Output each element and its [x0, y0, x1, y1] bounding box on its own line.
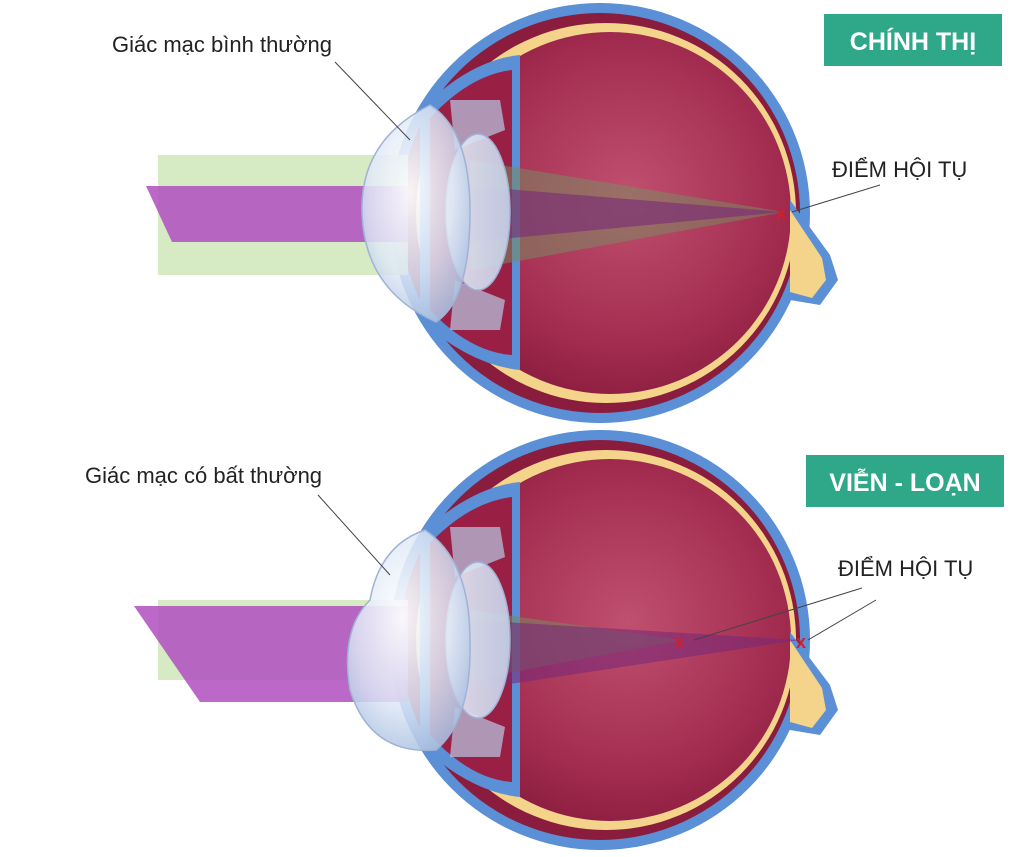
focus-mark: x: [776, 203, 786, 223]
badge-label: VIỄN - LOẠN: [829, 467, 980, 497]
focus-mark: x: [674, 632, 684, 652]
cornea-abnormal: [346, 529, 471, 752]
light-beam-purple: [134, 606, 408, 702]
panel-normal: x Giác mạc bình thường ĐIỂM HỘI TỤ CHÍNH…: [112, 3, 1002, 423]
focus-label: ĐIỂM HỘI TỤ: [838, 556, 973, 581]
light-beam-purple: [146, 186, 408, 242]
cornea-normal: [361, 104, 471, 323]
leader-line: [334, 61, 411, 141]
badge-label: CHÍNH THỊ: [850, 27, 976, 56]
leader-line: [693, 587, 863, 641]
badge: [806, 455, 1004, 507]
converging-rays-purple: [470, 186, 784, 242]
leader-line: [317, 494, 391, 576]
leader-line: [807, 599, 877, 641]
cornea-label: Giác mạc có bất thường: [85, 463, 322, 488]
panel-hyperopia-astigmatism: x x Giác mạc có bất thường ĐIỂM HỘI TỤ V…: [85, 430, 1004, 850]
cornea-label: Giác mạc bình thường: [112, 32, 332, 57]
converging-rays-purple: [470, 620, 800, 690]
focus-label: ĐIỂM HỘI TỤ: [832, 157, 967, 182]
leader-line: [791, 184, 881, 213]
focus-mark: x: [796, 632, 806, 652]
badge: [824, 14, 1002, 66]
